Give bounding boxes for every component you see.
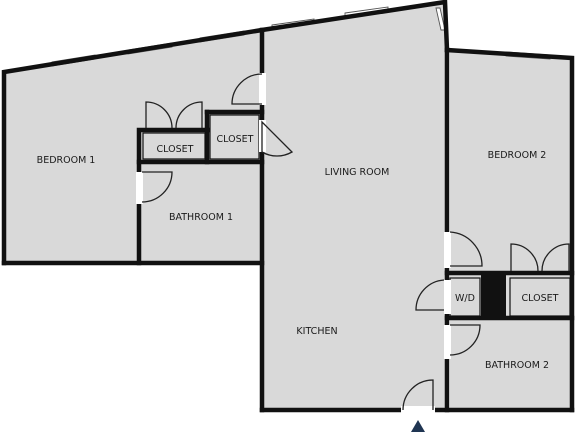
door-swing <box>261 120 294 157</box>
floor-fills <box>4 2 572 410</box>
room-labels: BEDROOM 1 CLOSET CLOSET BATHROOM 1 LIVIN… <box>37 134 559 371</box>
door-swing <box>541 243 570 272</box>
closet-right-box <box>509 277 571 317</box>
room-label-closet-center: CLOSET <box>217 134 254 145</box>
room-label-bathroom-2: BATHROOM 2 <box>485 360 549 371</box>
door-gap <box>444 232 451 268</box>
wd-box <box>449 277 481 317</box>
door-swing <box>510 243 539 272</box>
wd-column <box>481 275 506 318</box>
room-label-living-room: LIVING ROOM <box>325 167 390 178</box>
door-swing <box>145 101 173 129</box>
bedroom-2-floor <box>450 50 572 410</box>
room-label-bedroom-1: BEDROOM 1 <box>37 155 96 166</box>
door-swing <box>449 324 481 356</box>
closet-center-box <box>209 114 260 160</box>
room-label-wd: W/D <box>455 293 475 304</box>
door-swing <box>175 101 203 129</box>
living-room-floor <box>262 2 447 410</box>
room-label-closet-right: CLOSET <box>522 293 559 304</box>
door-gap <box>444 280 451 314</box>
closet-left-box <box>142 132 206 160</box>
entrance-gap <box>401 406 435 414</box>
door-gap <box>259 73 266 105</box>
walls <box>1 0 575 413</box>
room-label-kitchen: KITCHEN <box>296 326 337 337</box>
bedroom-1-floor <box>4 30 262 263</box>
closet-boxes <box>142 114 571 318</box>
room-label-bathroom-1: BATHROOM 1 <box>169 212 233 223</box>
door-swing <box>141 171 173 203</box>
room-label-closet-left: CLOSET <box>157 144 194 155</box>
door-swings <box>141 73 570 411</box>
door-swing <box>449 231 483 267</box>
exterior-wall <box>444 47 575 413</box>
door-swing <box>415 279 445 311</box>
door-swing <box>231 73 263 105</box>
door-swing <box>402 379 434 411</box>
door-gap <box>136 172 143 204</box>
room-label-bedroom-2: BEDROOM 2 <box>488 150 547 161</box>
entrance-arrow-icon <box>411 420 425 432</box>
door-gap <box>444 325 451 359</box>
